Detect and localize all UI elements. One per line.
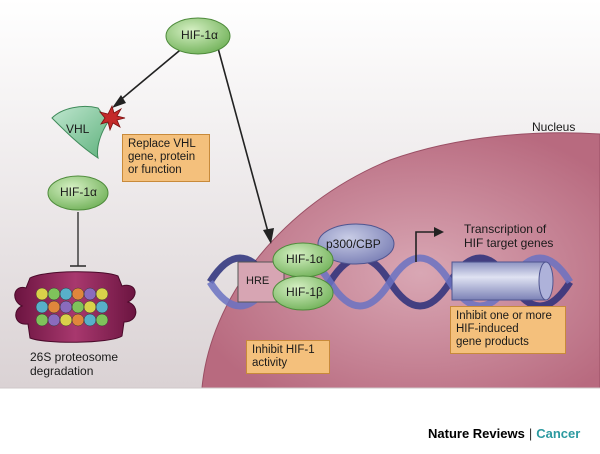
- hif-alpha-label: HIF-1α: [286, 252, 323, 266]
- hif-beta-pill: [272, 275, 334, 311]
- journal-name: Nature Reviews: [428, 426, 525, 441]
- journal-separator: |: [528, 426, 533, 441]
- hif-top-label: HIF-1α: [181, 28, 218, 42]
- proteasome-caption-line-2: degradation: [30, 364, 94, 378]
- inhibit-genes-line-1: Inhibit one or more: [456, 310, 552, 322]
- vhl-label: VHL: [66, 122, 90, 136]
- hif-beta-label: HIF-1β: [286, 285, 323, 299]
- p300-label: p300/CBP: [326, 237, 381, 251]
- hif-left-label: HIF-1α: [60, 185, 97, 199]
- replace-vhl-box: Replace VHL gene, protein or function: [122, 134, 210, 182]
- arrow-to-vhl: [117, 45, 186, 103]
- replace-vhl-line-1: Replace VHL: [128, 138, 196, 150]
- hre-label: HRE: [246, 275, 270, 287]
- inhibit-hif-line-1: Inhibit HIF-1: [252, 344, 315, 356]
- hif-left-pill: [47, 175, 109, 211]
- replace-vhl-line-3: or function: [128, 164, 182, 176]
- inhibit-hif-box: Inhibit HIF-1 activity: [246, 340, 330, 374]
- transcription-arrow: [415, 231, 436, 262]
- proteasome-caption: 26S proteosome degradation: [30, 350, 118, 378]
- vhl-mutation-burst: [98, 104, 126, 132]
- hif-top-pill: [165, 17, 231, 55]
- inhibit-genes-line-3: gene products: [456, 336, 529, 348]
- nucleus-label: Nucleus: [532, 120, 576, 134]
- arrow-to-nucleus-head: [263, 228, 274, 244]
- p300-pill: [317, 223, 395, 265]
- inhibit-hif-line-2: activity: [252, 357, 288, 369]
- vhl-shape: [51, 105, 109, 160]
- proteasome-graphic: [14, 271, 137, 343]
- inhibit-genes-box: Inhibit one or more HIF-induced gene pro…: [450, 306, 566, 354]
- transcription-caption: Transcription of HIF target genes: [464, 222, 553, 250]
- transcription-line-1: Transcription of: [464, 222, 547, 236]
- journal-section: Cancer: [536, 426, 581, 441]
- arrow-to-vhl-head: [112, 95, 126, 108]
- gene-cylinder: [451, 261, 547, 301]
- proteasome-caption-line-1: 26S proteosome: [30, 350, 119, 364]
- inhibit-genes-line-2: HIF-induced: [456, 323, 519, 335]
- replace-vhl-line-2: gene, protein: [128, 151, 196, 163]
- arrow-to-nucleus: [217, 47, 269, 233]
- transcription-line-2: HIF target genes: [464, 236, 554, 250]
- journal-credit: Nature Reviews|Cancer: [428, 426, 580, 441]
